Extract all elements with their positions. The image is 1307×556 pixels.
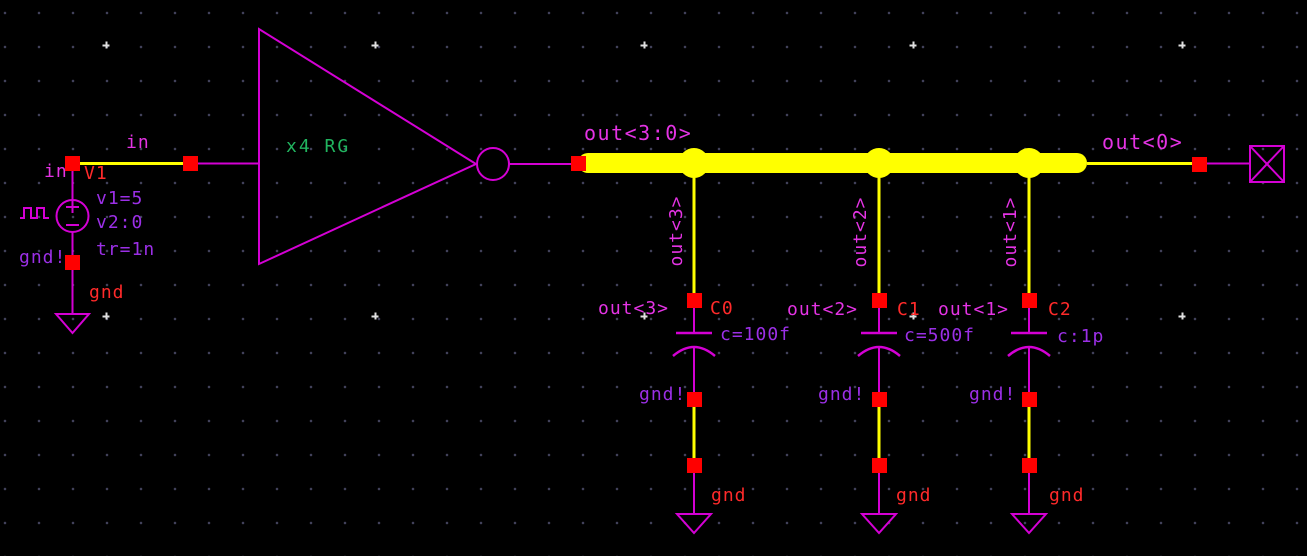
param-c0-value[interactable]: c=100f — [720, 324, 792, 345]
grid-marker — [371, 312, 379, 320]
bus-junction-dot[interactable] — [864, 148, 894, 178]
grid-marker — [1178, 312, 1186, 320]
gnd-symbol-label-c2[interactable]: gnd — [1049, 485, 1085, 506]
capacitor-symbol[interactable] — [672, 331, 716, 357]
gnd-symbol[interactable] — [53, 313, 92, 335]
instance-name-c1[interactable]: C1 — [897, 299, 921, 320]
pin-squares[interactable] — [65, 156, 1207, 473]
grid-marker — [102, 312, 110, 320]
cap-branch-c0[interactable] — [672, 173, 716, 535]
output-pin-symbol[interactable] — [1249, 145, 1285, 183]
grid-marker — [909, 41, 917, 49]
cap-branch-c1[interactable] — [857, 173, 901, 535]
net-label-bus[interactable]: out<3:0> — [584, 121, 693, 145]
bus-out3-0[interactable] — [578, 153, 1087, 173]
gnd-symbol-label-c0[interactable]: gnd — [711, 485, 747, 506]
gnd-symbol[interactable] — [674, 513, 714, 535]
bus-junction-dot[interactable] — [1014, 148, 1044, 178]
capacitor-symbol[interactable] — [857, 331, 901, 357]
net-label-gnd-c2[interactable]: gnd! — [969, 384, 1017, 405]
param-tr[interactable]: tr=1n — [96, 239, 156, 260]
grid-marker — [640, 312, 648, 320]
instance-name-c0[interactable]: C0 — [710, 298, 734, 319]
inverter-triangle — [258, 27, 479, 266]
net-label-c0[interactable]: out<3> — [598, 298, 670, 319]
gnd-symbol-label-c1[interactable]: gnd — [896, 485, 932, 506]
net-label-gnd-c1[interactable]: gnd! — [818, 384, 866, 405]
inverter-bubble-icon — [476, 147, 510, 181]
net-label-out0[interactable]: out<0> — [1102, 130, 1184, 154]
net-label-c2[interactable]: out<1> — [938, 299, 1010, 320]
grid-marker — [102, 41, 110, 49]
cap-branch-c2[interactable] — [1007, 173, 1051, 535]
net-label-tap-out3[interactable]: out<3> — [666, 195, 687, 267]
grid-marker — [909, 312, 917, 320]
grid-marker — [1178, 41, 1186, 49]
pulse-waveform-icon — [20, 207, 49, 219]
capacitor-symbol[interactable] — [1007, 331, 1051, 357]
inverter-label[interactable]: x4 RG — [286, 136, 351, 157]
param-c2-value[interactable]: c:1p — [1057, 326, 1105, 347]
gnd-symbol[interactable] — [859, 513, 899, 535]
bus-junction-dot[interactable] — [679, 148, 709, 178]
net-label-gnd-c0[interactable]: gnd! — [639, 384, 687, 405]
param-c1-value[interactable]: c=500f — [904, 325, 976, 346]
net-label-in-wire[interactable]: in — [126, 132, 150, 153]
net-label-c1[interactable]: out<2> — [787, 299, 859, 320]
net-label-gnd-src[interactable]: gnd! — [19, 247, 67, 268]
param-v2[interactable]: v2:0 — [96, 212, 144, 233]
net-label-in-pin[interactable]: in — [44, 161, 68, 182]
instance-name-v1[interactable]: V1 — [84, 163, 108, 184]
net-label-tap-out1[interactable]: out<1> — [1000, 196, 1021, 268]
param-v1[interactable]: v1=5 — [96, 188, 144, 209]
grid-marker — [640, 41, 648, 49]
instance-name-c2[interactable]: C2 — [1048, 299, 1072, 320]
gnd-symbol-label-src[interactable]: gnd — [89, 282, 125, 303]
gnd-symbol[interactable] — [1009, 513, 1049, 535]
grid-marker — [371, 41, 379, 49]
voltage-source-symbol[interactable] — [20, 170, 90, 314]
net-label-tap-out2[interactable]: out<2> — [850, 196, 871, 268]
